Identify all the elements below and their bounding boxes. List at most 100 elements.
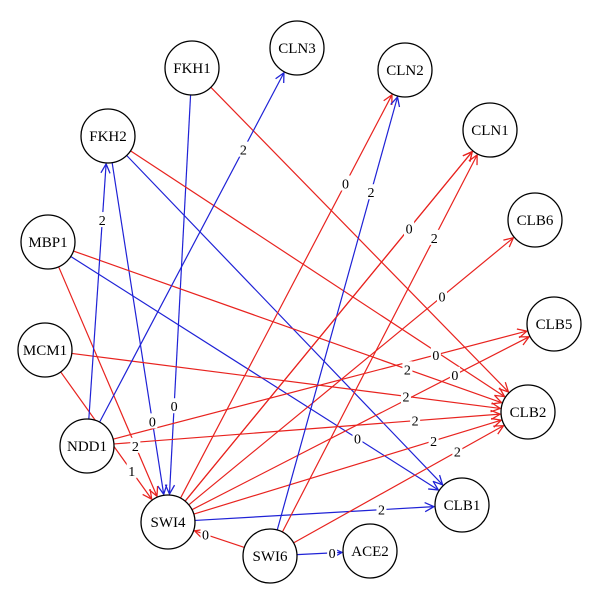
- node-clb1: CLB1: [434, 477, 490, 533]
- node-ace2: ACE2: [342, 523, 398, 579]
- node-cln2: CLN2: [377, 42, 433, 98]
- edge-label-bg: [429, 229, 440, 245]
- edge-swi4-clb1: [194, 507, 434, 522]
- node-label: ACE2: [351, 544, 389, 560]
- edge-label-swi6-clb2: 2: [454, 445, 461, 460]
- edge-swi6-cln1: [281, 155, 477, 533]
- edge-swi4-clb2: [193, 420, 501, 515]
- edge-label-ndd1-clb5: 0: [432, 349, 439, 364]
- node-label: CLN3: [278, 41, 316, 57]
- node-mcm1: MCM1: [17, 322, 73, 378]
- node-circle: [342, 523, 398, 579]
- node-circle: [59, 418, 115, 474]
- node-fkh1: FKH1: [164, 40, 220, 96]
- edge-label-bg: [147, 413, 158, 429]
- edge-label-swi4-clb2: 2: [430, 435, 437, 450]
- edge-label-ndd1-clb2: 2: [412, 415, 419, 430]
- edge-label-bg: [400, 388, 411, 404]
- edge-label-bg: [449, 366, 460, 382]
- node-fkh2: FKH2: [80, 108, 136, 164]
- edge-label-bg: [126, 463, 137, 479]
- edge-label-bg: [376, 501, 387, 517]
- edge-label-bg: [404, 220, 415, 236]
- node-swi4: SWI4: [140, 494, 196, 550]
- node-label: SWI4: [151, 515, 186, 531]
- edge-label-bg: [452, 443, 463, 459]
- edge-label-mcm1-clb2: 2: [402, 390, 409, 405]
- edge-label-mbp1-clb2: 2: [404, 363, 411, 378]
- node-label: CLN2: [386, 63, 424, 79]
- edge-label-bg: [366, 184, 377, 200]
- node-label: CLB5: [536, 317, 573, 333]
- edge-label-bg: [130, 437, 141, 453]
- edge-swi6-cln2: [276, 97, 397, 531]
- edge-fkh2-clb1: [126, 155, 443, 484]
- node-label: CLN1: [471, 123, 509, 139]
- edge-label-ndd1-cln3: 2: [240, 144, 247, 159]
- edge-label-bg: [436, 288, 447, 304]
- edge-fkh1-clb2: [210, 86, 509, 392]
- node-label: CLB6: [517, 213, 554, 229]
- node-circle: [434, 477, 490, 533]
- edge-labels-layer: 00220122220200220022200: [97, 141, 463, 562]
- node-clb2: CLB2: [500, 384, 556, 440]
- node-label: FKH2: [89, 129, 127, 145]
- node-clb6: CLB6: [507, 192, 563, 248]
- node-label: CLB1: [444, 498, 481, 514]
- edge-label-swi6-cln2: 2: [368, 186, 375, 201]
- node-swi6: SWI6: [242, 528, 298, 584]
- node-label: MBP1: [28, 235, 67, 251]
- node-cln3: CLN3: [269, 20, 325, 76]
- edge-label-swi4-cln1: 0: [406, 223, 413, 238]
- edge-swi6-clb2: [293, 426, 504, 544]
- edge-swi4-cln2: [180, 95, 392, 499]
- node-circle: [507, 192, 563, 248]
- edge-swi4-cln1: [184, 152, 472, 502]
- edge-label-mcm1-swi4: 1: [128, 465, 135, 480]
- edge-label-bg: [410, 412, 421, 428]
- edge-mbp1-swi4: [58, 266, 157, 496]
- edge-label-bg: [238, 141, 249, 157]
- edges-layer: [58, 73, 529, 555]
- edge-label-swi6-cln1: 2: [431, 232, 438, 247]
- edge-fkh2-swi4: [111, 162, 164, 495]
- edge-label-bg: [200, 526, 211, 542]
- node-circle: [526, 296, 582, 352]
- node-circle: [242, 528, 298, 584]
- edge-label-bg: [402, 361, 413, 377]
- edge-label-swi4-clb6: 0: [438, 291, 445, 306]
- edge-label-swi4-cln2: 0: [342, 178, 349, 193]
- edge-label-swi4-clb5: 0: [451, 369, 458, 384]
- node-label: FKH1: [173, 61, 211, 77]
- node-clb5: CLB5: [526, 296, 582, 352]
- node-circle: [140, 494, 196, 550]
- edge-label-swi6-swi4: 0: [202, 529, 209, 544]
- node-circle: [20, 214, 76, 270]
- node-circle: [17, 322, 73, 378]
- edge-label-bg: [352, 430, 363, 446]
- edge-label-bg: [97, 212, 108, 228]
- edge-ndd1-cln3: [99, 73, 284, 423]
- edge-fkh1-swi4: [169, 94, 192, 494]
- edge-ndd1-clb2: [113, 414, 500, 445]
- edge-swi4-clb5: [191, 337, 529, 511]
- edge-ndd1-clb5: [112, 331, 527, 440]
- node-label: SWI6: [253, 549, 288, 565]
- edge-label-bg: [169, 398, 180, 414]
- edge-label-bg: [340, 175, 351, 191]
- node-circle: [269, 20, 325, 76]
- node-circle: [377, 42, 433, 98]
- edge-label-fkh1-swi4: 0: [171, 400, 178, 415]
- edge-mbp1-clb1: [70, 255, 439, 490]
- edge-ndd1-fkh2: [88, 164, 106, 420]
- node-circle: [80, 108, 136, 164]
- edge-mbp1-clb2: [73, 250, 501, 403]
- edge-label-swi6-ace2: 0: [329, 547, 336, 562]
- node-cln1: CLN1: [462, 102, 518, 158]
- edge-label-mbp1-swi4: 2: [132, 440, 139, 455]
- edge-label-bg: [430, 346, 441, 362]
- edge-mcm1-clb2: [71, 352, 500, 408]
- edge-label-swi4-clb1: 2: [378, 504, 385, 519]
